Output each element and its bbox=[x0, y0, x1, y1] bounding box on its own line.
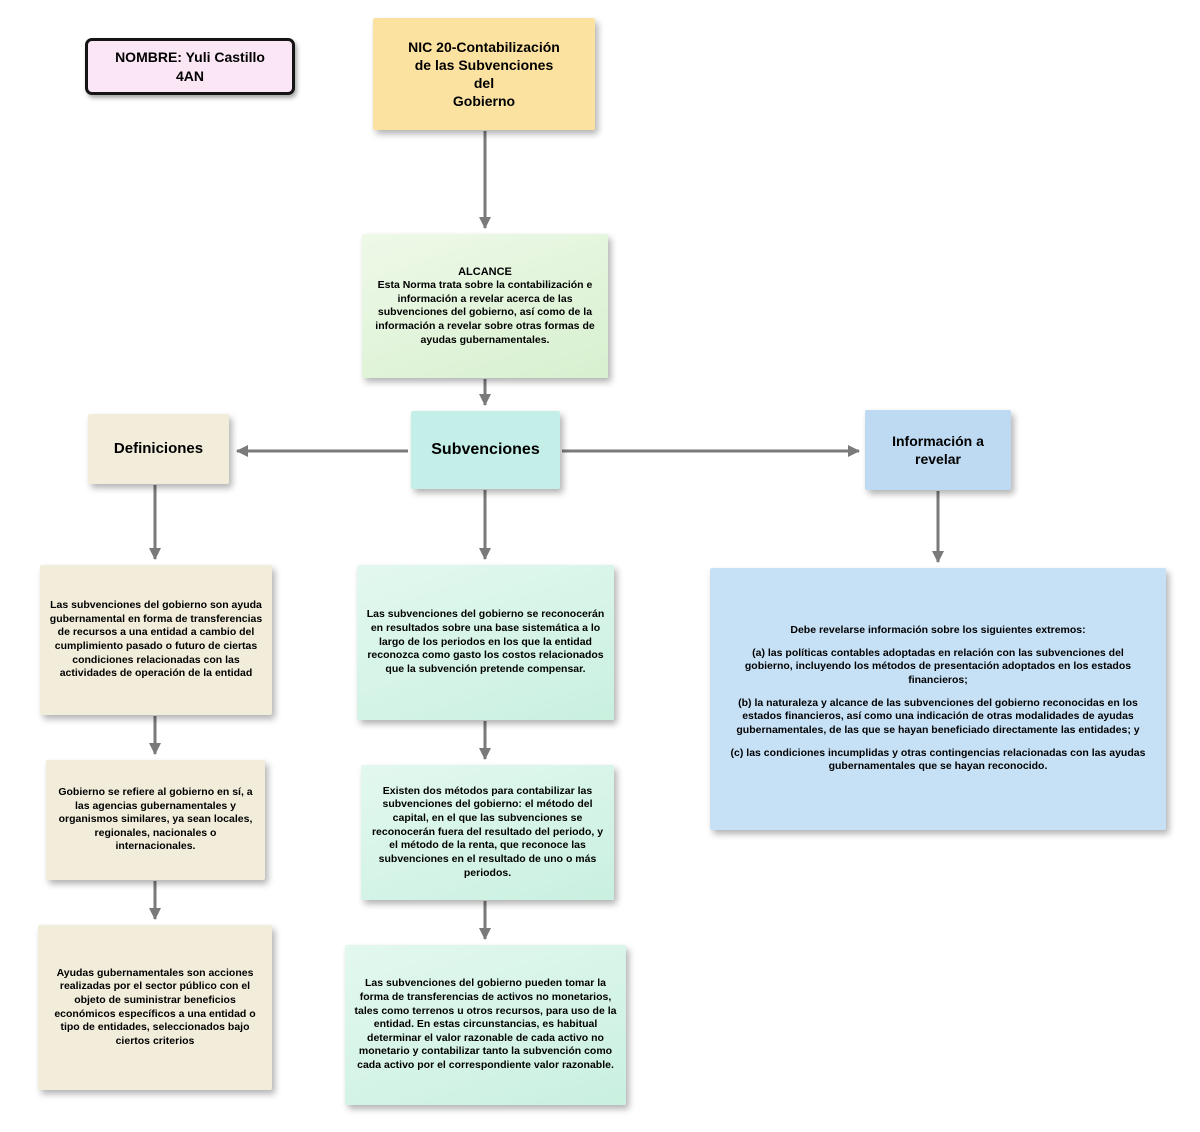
definiciones-detail-3: Ayudas gubernamentales son acciones real… bbox=[38, 925, 272, 1090]
alcance-heading: ALCANCE bbox=[458, 265, 512, 278]
subvenciones-node: Subvenciones bbox=[411, 411, 560, 489]
student-name-text: NOMBRE: Yuli Castillo 4AN bbox=[115, 49, 265, 84]
subvenciones-detail-1: Las subvenciones del gobierno se reconoc… bbox=[357, 565, 614, 720]
alcance-node: ALCANCE Esta Norma trata sobre la contab… bbox=[362, 234, 608, 378]
definiciones-detail-2: Gobierno se refiere al gobierno en sí, a… bbox=[46, 760, 265, 880]
definiciones-label: Definiciones bbox=[113, 440, 204, 458]
title-text: NIC 20-Contabilización de las Subvencion… bbox=[408, 38, 560, 110]
informacion-detail-item-c: (c) las condiciones incumplidas y otras … bbox=[730, 746, 1146, 773]
subvenciones-detail-3-text: Las subvenciones del gobierno pueden tom… bbox=[354, 977, 617, 1072]
subvenciones-label: Subvenciones bbox=[431, 440, 540, 458]
informacion-detail-item-a: (a) las políticas contables adoptadas en… bbox=[744, 646, 1132, 687]
subvenciones-detail-3: Las subvenciones del gobierno pueden tom… bbox=[345, 945, 626, 1105]
informacion-detail-intro: Debe revelarse información sobre los sig… bbox=[790, 624, 1086, 637]
definiciones-node: Definiciones bbox=[88, 414, 229, 484]
subvenciones-detail-2: Existen dos métodos para contabilizar la… bbox=[361, 765, 614, 900]
subvenciones-detail-2-text: Existen dos métodos para contabilizar la… bbox=[371, 784, 604, 879]
student-name-box: NOMBRE: Yuli Castillo 4AN bbox=[85, 38, 295, 95]
alcance-body: Esta Norma trata sobre la contabilizació… bbox=[375, 279, 595, 346]
informacion-detail-box: Debe revelarse información sobre los sig… bbox=[710, 568, 1166, 830]
subvenciones-detail-1-text: Las subvenciones del gobierno se reconoc… bbox=[366, 608, 605, 675]
definiciones-detail-1: Las subvenciones del gobierno son ayuda … bbox=[40, 565, 272, 715]
definiciones-detail-1-text: Las subvenciones del gobierno son ayuda … bbox=[49, 599, 263, 680]
definiciones-detail-3-text: Ayudas gubernamentales son acciones real… bbox=[54, 966, 256, 1047]
informacion-a-revelar-node: Información a revelar bbox=[865, 410, 1011, 490]
informacion-label: Información a revelar bbox=[892, 432, 984, 467]
definiciones-detail-2-text: Gobierno se refiere al gobierno en sí, a… bbox=[58, 785, 253, 853]
title-node: NIC 20-Contabilización de las Subvencion… bbox=[373, 18, 595, 130]
informacion-detail-item-b: (b) la naturaleza y alcance de las subve… bbox=[736, 696, 1140, 736]
